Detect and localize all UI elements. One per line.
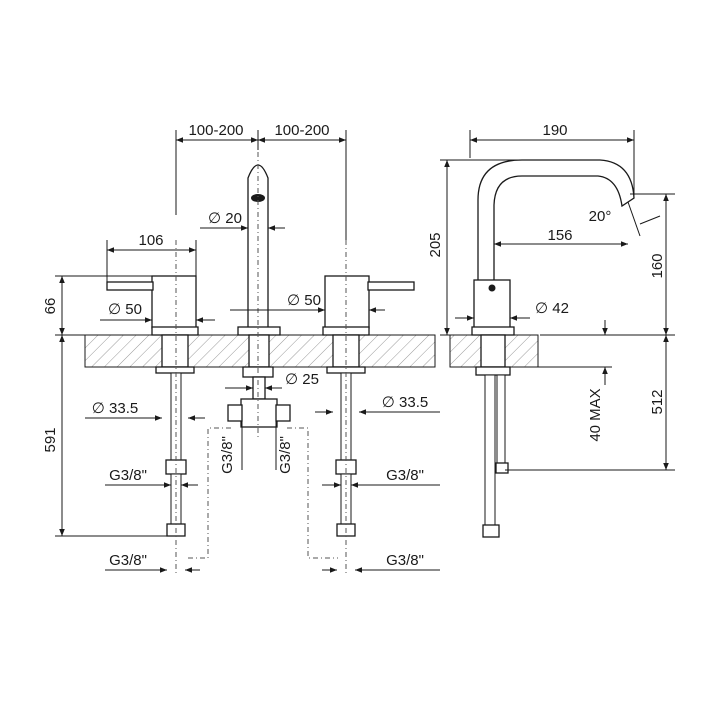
front-dimension-lines: [55, 130, 440, 573]
dim-connector-diameter: ∅ 25: [285, 371, 319, 388]
dim-thread-hose-right: G3/8": [386, 467, 424, 484]
dim-body-diameter-left: ∅ 50: [108, 301, 142, 318]
left-valve: [106, 240, 199, 575]
side-dimension-lines: [440, 130, 675, 471]
dim-handle-height: 66: [42, 298, 59, 315]
dim-max-deck: 40 MAX: [587, 388, 604, 441]
dim-shank-diameter-right: ∅ 33.5: [382, 394, 428, 411]
dim-spout-angle: 20°: [589, 208, 612, 225]
dim-handle-width: 106: [138, 232, 163, 249]
dim-spout-diameter: ∅ 20: [208, 210, 242, 227]
dim-thread-end-right: G3/8": [386, 552, 424, 569]
dim-thread-hose-left: G3/8": [109, 467, 147, 484]
dim-spout-reach: 190: [542, 122, 567, 139]
dim-spout-outlet-reach: 156: [547, 227, 572, 244]
side-view: [449, 159, 635, 538]
dim-spread-right: 100-200: [274, 122, 329, 139]
dim-spread-left: 100-200: [188, 122, 243, 139]
dim-hose-length: 512: [649, 389, 666, 414]
center-spout: [186, 140, 338, 559]
dim-thread-center-right: G3/8": [277, 436, 294, 474]
dim-side-body-diameter: ∅ 42: [535, 300, 569, 317]
dim-body-diameter-center: ∅ 50: [287, 292, 321, 309]
dim-outlet-height: 160: [649, 253, 666, 278]
dim-total-length: 591: [42, 427, 59, 452]
right-valve: [322, 240, 415, 575]
dim-spout-height: 205: [427, 232, 444, 257]
dim-thread-end-left: G3/8": [109, 552, 147, 569]
dim-thread-center-left: G3/8": [219, 436, 236, 474]
dim-shank-diameter-left: ∅ 33.5: [92, 400, 138, 417]
